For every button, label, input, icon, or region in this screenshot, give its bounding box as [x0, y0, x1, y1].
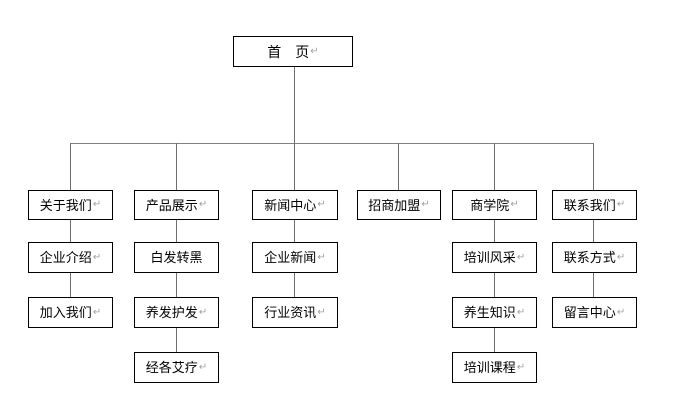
node-industry-news: 行业资讯 ↵ [252, 297, 338, 328]
node-join-us-label: 加入我们 [39, 305, 92, 320]
connector-col2-r3-r4 [176, 273, 177, 297]
node-message-center: 留言中心 ↵ [552, 297, 637, 328]
node-company-news: 企业新闻 ↵ [252, 242, 338, 273]
node-company-news-label: 企业新闻 [264, 250, 317, 265]
connector-col1-r2-r3 [70, 220, 71, 242]
node-about-us-label: 关于我们 [39, 197, 92, 213]
connector-col3-r3-r4 [294, 273, 295, 297]
connector-col5-r2-r3 [494, 220, 495, 242]
paragraph-mark-icon: ↵ [616, 306, 626, 318]
node-news-center: 新闻中心 ↵ [252, 190, 338, 220]
connector-stub-col6 [593, 143, 594, 190]
connector-root-stem [294, 67, 295, 143]
node-moxibustion-therapy: 经各艾疗 ↵ [134, 352, 219, 383]
paragraph-mark-icon: ↵ [421, 199, 430, 210]
connector-horizontal-bar [70, 143, 594, 144]
node-franchise: 招商加盟 ↵ [357, 190, 441, 220]
node-industry-news-label: 行业资讯 [264, 305, 317, 320]
connector-col1-r3-r4 [70, 273, 71, 297]
node-business-school-label: 商学院 [470, 197, 510, 213]
node-contact-us-label: 联系我们 [563, 197, 616, 213]
node-training-courses: 培训课程 ↵ [452, 352, 537, 383]
node-moxibustion-therapy-label: 经各艾疗 [145, 360, 198, 375]
node-home: 首 页 ↵ [233, 36, 353, 67]
paragraph-mark-icon: ↵ [516, 361, 526, 373]
node-training-courses-label: 培训课程 [463, 360, 516, 375]
paragraph-mark-icon: ↵ [516, 251, 526, 263]
node-contact-info: 联系方式 ↵ [552, 242, 637, 273]
connector-col2-r2-r3 [176, 220, 177, 242]
connector-col6-r3-r4 [593, 273, 594, 297]
paragraph-mark-icon: ↵ [92, 306, 102, 318]
connector-col5-r4-r5 [494, 328, 495, 352]
node-white-hair-to-black-label: 白发转黑 [150, 250, 203, 265]
paragraph-mark-icon: ↵ [317, 306, 326, 318]
node-training-style-label: 培训风采 [463, 250, 516, 265]
paragraph-mark-icon: ↵ [510, 199, 519, 210]
paragraph-mark-icon: ↵ [92, 251, 102, 263]
node-products: 产品展示 ↵ [134, 190, 219, 220]
node-business-school: 商学院 ↵ [452, 190, 537, 220]
connector-col3-r2-r3 [294, 220, 295, 242]
node-contact-us: 联系我们 ↵ [552, 190, 637, 220]
paragraph-mark-icon: ↵ [516, 306, 526, 318]
node-health-knowledge-label: 养生知识 [463, 305, 516, 320]
node-products-label: 产品展示 [145, 197, 198, 213]
connector-stub-col3 [294, 143, 295, 190]
connector-stub-col2 [176, 143, 177, 190]
paragraph-mark-icon: ↵ [198, 361, 208, 373]
paragraph-mark-icon: ↵ [92, 199, 102, 210]
node-contact-info-label: 联系方式 [563, 250, 616, 265]
connector-col2-r4-r5 [176, 328, 177, 352]
paragraph-mark-icon: ↵ [198, 199, 208, 210]
connector-stub-col4 [398, 143, 399, 190]
paragraph-mark-icon: ↵ [310, 45, 319, 57]
node-company-intro-label: 企业介绍 [39, 250, 92, 265]
node-company-intro: 企业介绍 ↵ [28, 242, 113, 273]
paragraph-mark-icon: ↵ [317, 199, 326, 210]
connector-col5-r3-r4 [494, 273, 495, 297]
connector-col6-r2-r3 [593, 220, 594, 242]
node-news-center-label: 新闻中心 [264, 197, 317, 213]
node-about-us: 关于我们 ↵ [28, 190, 113, 220]
node-franchise-label: 招商加盟 [368, 197, 421, 213]
paragraph-mark-icon: ↵ [616, 251, 626, 263]
node-message-center-label: 留言中心 [563, 305, 616, 320]
paragraph-mark-icon: ↵ [198, 306, 208, 318]
node-hair-care-label: 养发护发 [145, 305, 198, 320]
connector-stub-col1 [70, 143, 71, 190]
node-white-hair-to-black: 白发转黑 [134, 242, 219, 273]
paragraph-mark-icon: ↵ [317, 251, 326, 263]
paragraph-mark-icon: ↵ [616, 199, 626, 210]
node-health-knowledge: 养生知识 ↵ [452, 297, 537, 328]
node-hair-care: 养发护发 ↵ [134, 297, 219, 328]
node-training-style: 培训风采 ↵ [452, 242, 537, 273]
connector-stub-col5 [494, 143, 495, 190]
node-join-us: 加入我们 ↵ [28, 297, 113, 328]
node-home-label: 首 页 [267, 43, 310, 60]
